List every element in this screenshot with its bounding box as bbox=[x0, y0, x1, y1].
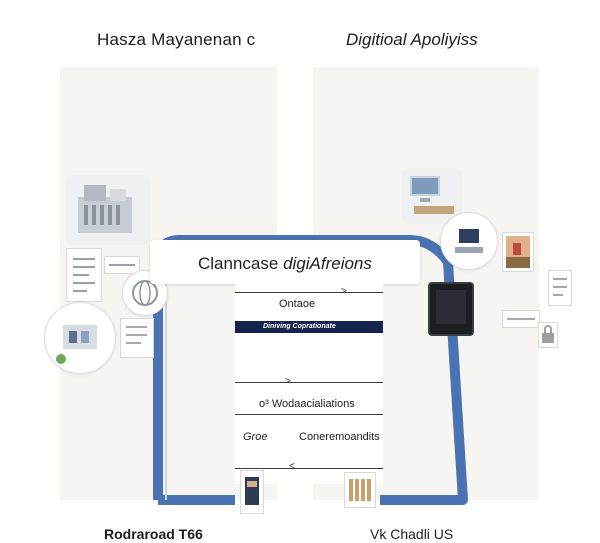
building-illustration bbox=[66, 175, 150, 245]
computer-icon bbox=[410, 176, 454, 214]
globe-icon bbox=[132, 280, 158, 306]
flow-loop-inner bbox=[165, 249, 185, 500]
central-banner: Clanncase digiAfreions bbox=[150, 240, 420, 284]
divider-3 bbox=[235, 414, 383, 415]
row-coneremoandits: Coneremoandits bbox=[299, 431, 380, 443]
row-ontaoe: Ontaoe bbox=[279, 298, 316, 310]
bottom-thumb-right bbox=[344, 472, 376, 508]
lock-icon bbox=[542, 325, 554, 343]
left-footer: Rodraroad T66 bbox=[104, 526, 203, 542]
landscape-photo bbox=[502, 232, 534, 272]
document-card-left-3 bbox=[120, 318, 154, 358]
banner-title: Clanncase digiAfreions bbox=[198, 254, 372, 274]
banner-lead: Clanncase bbox=[198, 254, 279, 273]
row-groe: Groe bbox=[243, 431, 268, 443]
divider-2 bbox=[235, 382, 383, 383]
computer-illustration bbox=[402, 168, 462, 224]
lock-card bbox=[538, 322, 558, 348]
tablet-icon bbox=[436, 290, 466, 324]
row-wodaacialiations: o³ Wodaacialiations bbox=[259, 398, 355, 410]
arrow-right-icon: > bbox=[341, 286, 347, 297]
document-card-right-2 bbox=[502, 310, 540, 328]
document-card-right-1 bbox=[548, 270, 572, 306]
document-card-left-1 bbox=[66, 248, 102, 302]
network-circle bbox=[44, 302, 116, 374]
right-heading: Digitioal Apoliyiss bbox=[346, 30, 478, 49]
banner-emphasis: digiAfreions bbox=[283, 254, 372, 273]
highlight-bar: Diniving Coprationate bbox=[235, 321, 383, 333]
right-footer: Vk Chadli US bbox=[370, 526, 454, 542]
building-icon bbox=[78, 185, 132, 233]
arrow-left-icon: < bbox=[289, 461, 295, 472]
divider-1 bbox=[235, 292, 383, 293]
left-heading: Hasza Mayanenan c bbox=[97, 30, 256, 49]
document-card-left-2 bbox=[104, 256, 140, 274]
network-icon bbox=[56, 325, 97, 364]
central-column: > Ontaoe Diniving Coprationate > o³ Woda… bbox=[235, 284, 383, 484]
tablet-device bbox=[428, 282, 474, 336]
divider-4 bbox=[235, 468, 383, 469]
image-icon bbox=[506, 236, 530, 268]
server-icon bbox=[455, 229, 483, 253]
arrow-right-icon: > bbox=[285, 376, 291, 387]
bottom-thumb-left bbox=[240, 470, 264, 514]
server-circle bbox=[440, 212, 498, 270]
